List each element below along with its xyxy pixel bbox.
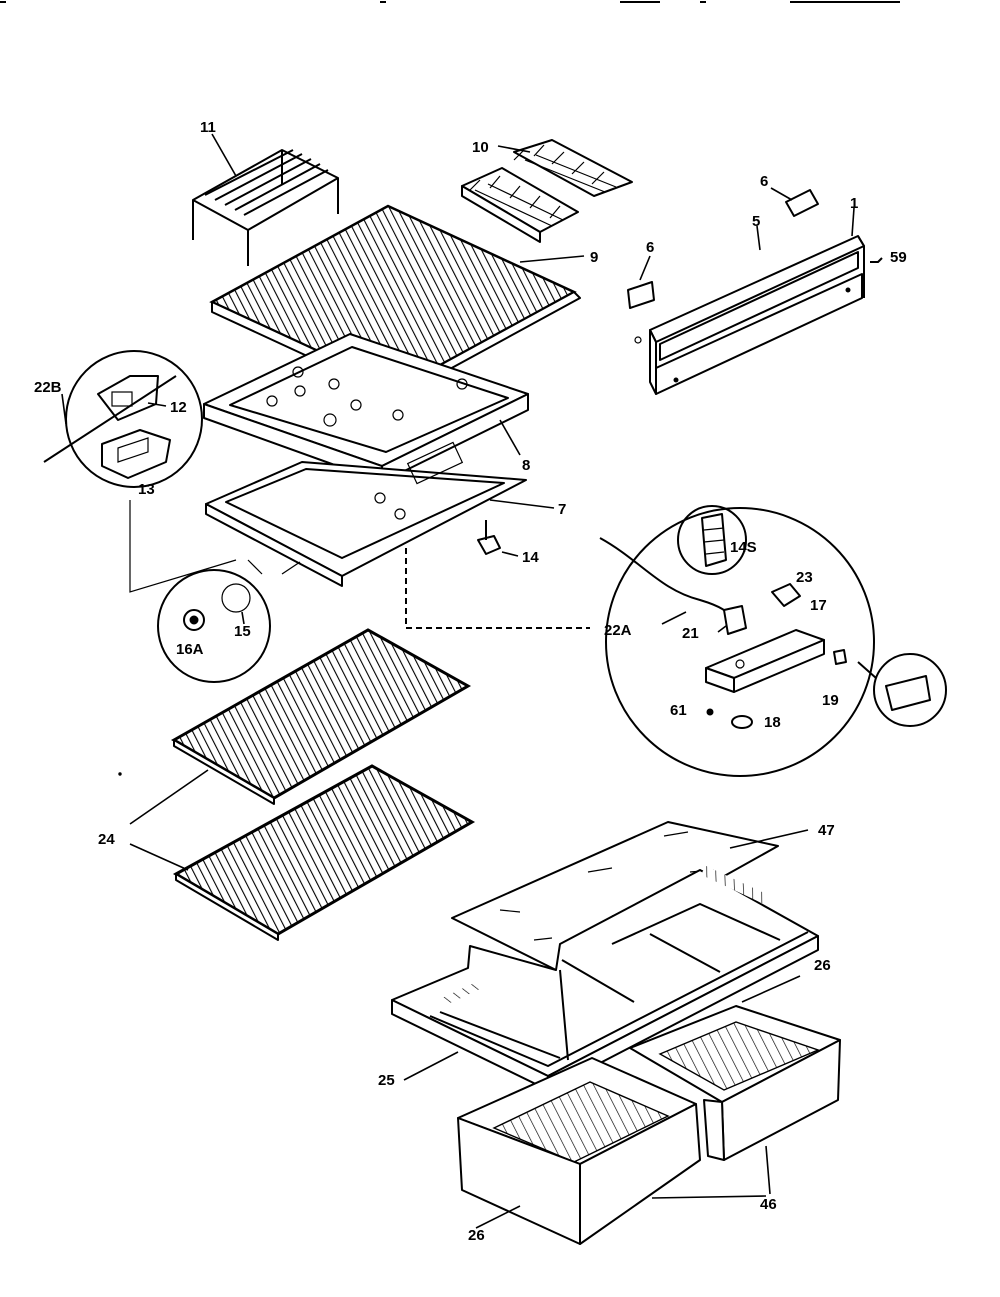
- callout-23: 23: [796, 569, 813, 586]
- callout-5: 5: [752, 213, 760, 230]
- callout-26-right: 26: [814, 957, 831, 974]
- callout-18: 18: [764, 714, 781, 731]
- callout-12: 12: [170, 399, 187, 416]
- callout-17: 17: [810, 597, 827, 614]
- callout-8: 8: [522, 457, 530, 474]
- callout-6-top: 6: [760, 173, 768, 190]
- callout-labels: 11 10 6 1 5 6 59 9 22B 12 8 13 7 14S 14 …: [34, 119, 907, 1244]
- callout-22a: 22A: [604, 622, 632, 639]
- callout-6-left: 6: [646, 239, 654, 256]
- detail-circle-small-switch: [857, 653, 947, 727]
- part-25-crisper-frame: [391, 865, 819, 1091]
- part-14-plug: [477, 520, 519, 557]
- part-11-wire-rack: [192, 133, 339, 266]
- detail-circle-fan-controls: [43, 350, 203, 488]
- callout-14s: 14S: [730, 539, 757, 556]
- part-7-tray: [205, 441, 555, 587]
- part-1-5-control-panel: [627, 187, 883, 395]
- callout-21: 21: [682, 625, 699, 642]
- callout-9: 9: [590, 249, 598, 266]
- callout-11: 11: [200, 119, 216, 136]
- part-24-wire-shelves: [129, 628, 476, 941]
- callout-15: 15: [234, 623, 251, 640]
- part-47-glass-cover: [451, 821, 809, 971]
- callout-47: 47: [818, 822, 835, 839]
- callout-46: 46: [760, 1196, 777, 1213]
- callout-22b: 22B: [34, 379, 62, 396]
- detail-circle-light: [157, 569, 271, 683]
- callout-19: 19: [822, 692, 839, 709]
- callout-13: 13: [138, 481, 155, 498]
- callout-10: 10: [472, 139, 489, 156]
- callout-1: 1: [850, 195, 858, 212]
- callout-14: 14: [522, 549, 539, 566]
- callout-26-bottom: 26: [468, 1227, 485, 1244]
- part-10-ice-trays: [461, 139, 633, 243]
- detail-circle-control-assembly: [599, 505, 875, 777]
- part-26-crisper-drawers: [457, 975, 841, 1245]
- callout-7: 7: [558, 501, 566, 518]
- part-8-shelf-frame: [203, 333, 529, 483]
- callout-25: 25: [378, 1072, 395, 1089]
- callout-61: 61: [670, 702, 687, 719]
- callout-16a: 16A: [176, 641, 204, 658]
- callout-59: 59: [890, 249, 907, 266]
- callout-24: 24: [98, 831, 115, 848]
